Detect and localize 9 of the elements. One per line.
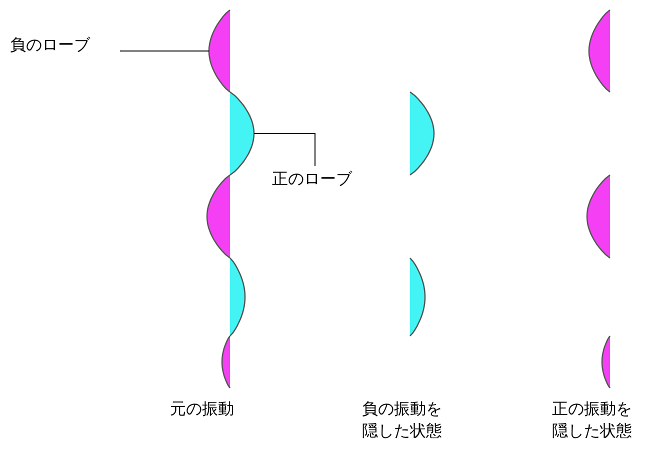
negative-lobe (208, 10, 230, 92)
positive-lobe (230, 91, 255, 176)
caption-text: 負の振動を隠した状態 (362, 398, 443, 442)
leader-line (120, 50, 210, 52)
leader-line (254, 133, 316, 166)
caption-text: 元の振動 (170, 398, 235, 420)
caption-text: 正の振動を隠した状態 (552, 398, 633, 442)
lobe-label: 負のローブ (10, 34, 90, 56)
lobe-label: 正のローブ (272, 168, 352, 190)
